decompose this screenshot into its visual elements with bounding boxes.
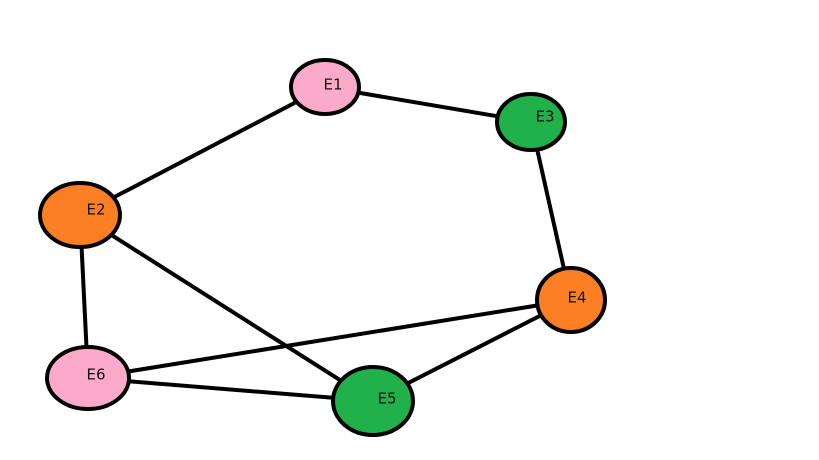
node-e4: E4	[535, 266, 607, 334]
edges-layer	[78, 85, 573, 403]
node-label-e2: E2	[86, 201, 105, 219]
node-shape-e5	[331, 365, 415, 437]
node-e3: E3	[495, 92, 567, 152]
node-shape-e6	[45, 345, 131, 411]
edge-e6-e5	[86, 376, 375, 403]
node-shape-e2	[38, 181, 122, 249]
edge-e6-e4	[86, 298, 573, 380]
edge-e1-e2	[78, 85, 327, 217]
node-label-e3: E3	[535, 108, 554, 126]
node-label-e5: E5	[377, 390, 396, 408]
node-shape-e4	[535, 266, 607, 334]
node-e6: E6	[45, 345, 131, 411]
node-e2: E2	[38, 181, 122, 249]
node-e1: E1	[289, 58, 361, 116]
node-e5: E5	[331, 365, 415, 437]
node-label-e4: E4	[567, 289, 586, 307]
node-label-e1: E1	[323, 76, 342, 94]
node-shape-e3	[495, 92, 567, 152]
node-shape-e1	[289, 58, 361, 116]
edge-e2-e5	[78, 213, 375, 403]
node-label-e6: E6	[86, 366, 105, 384]
